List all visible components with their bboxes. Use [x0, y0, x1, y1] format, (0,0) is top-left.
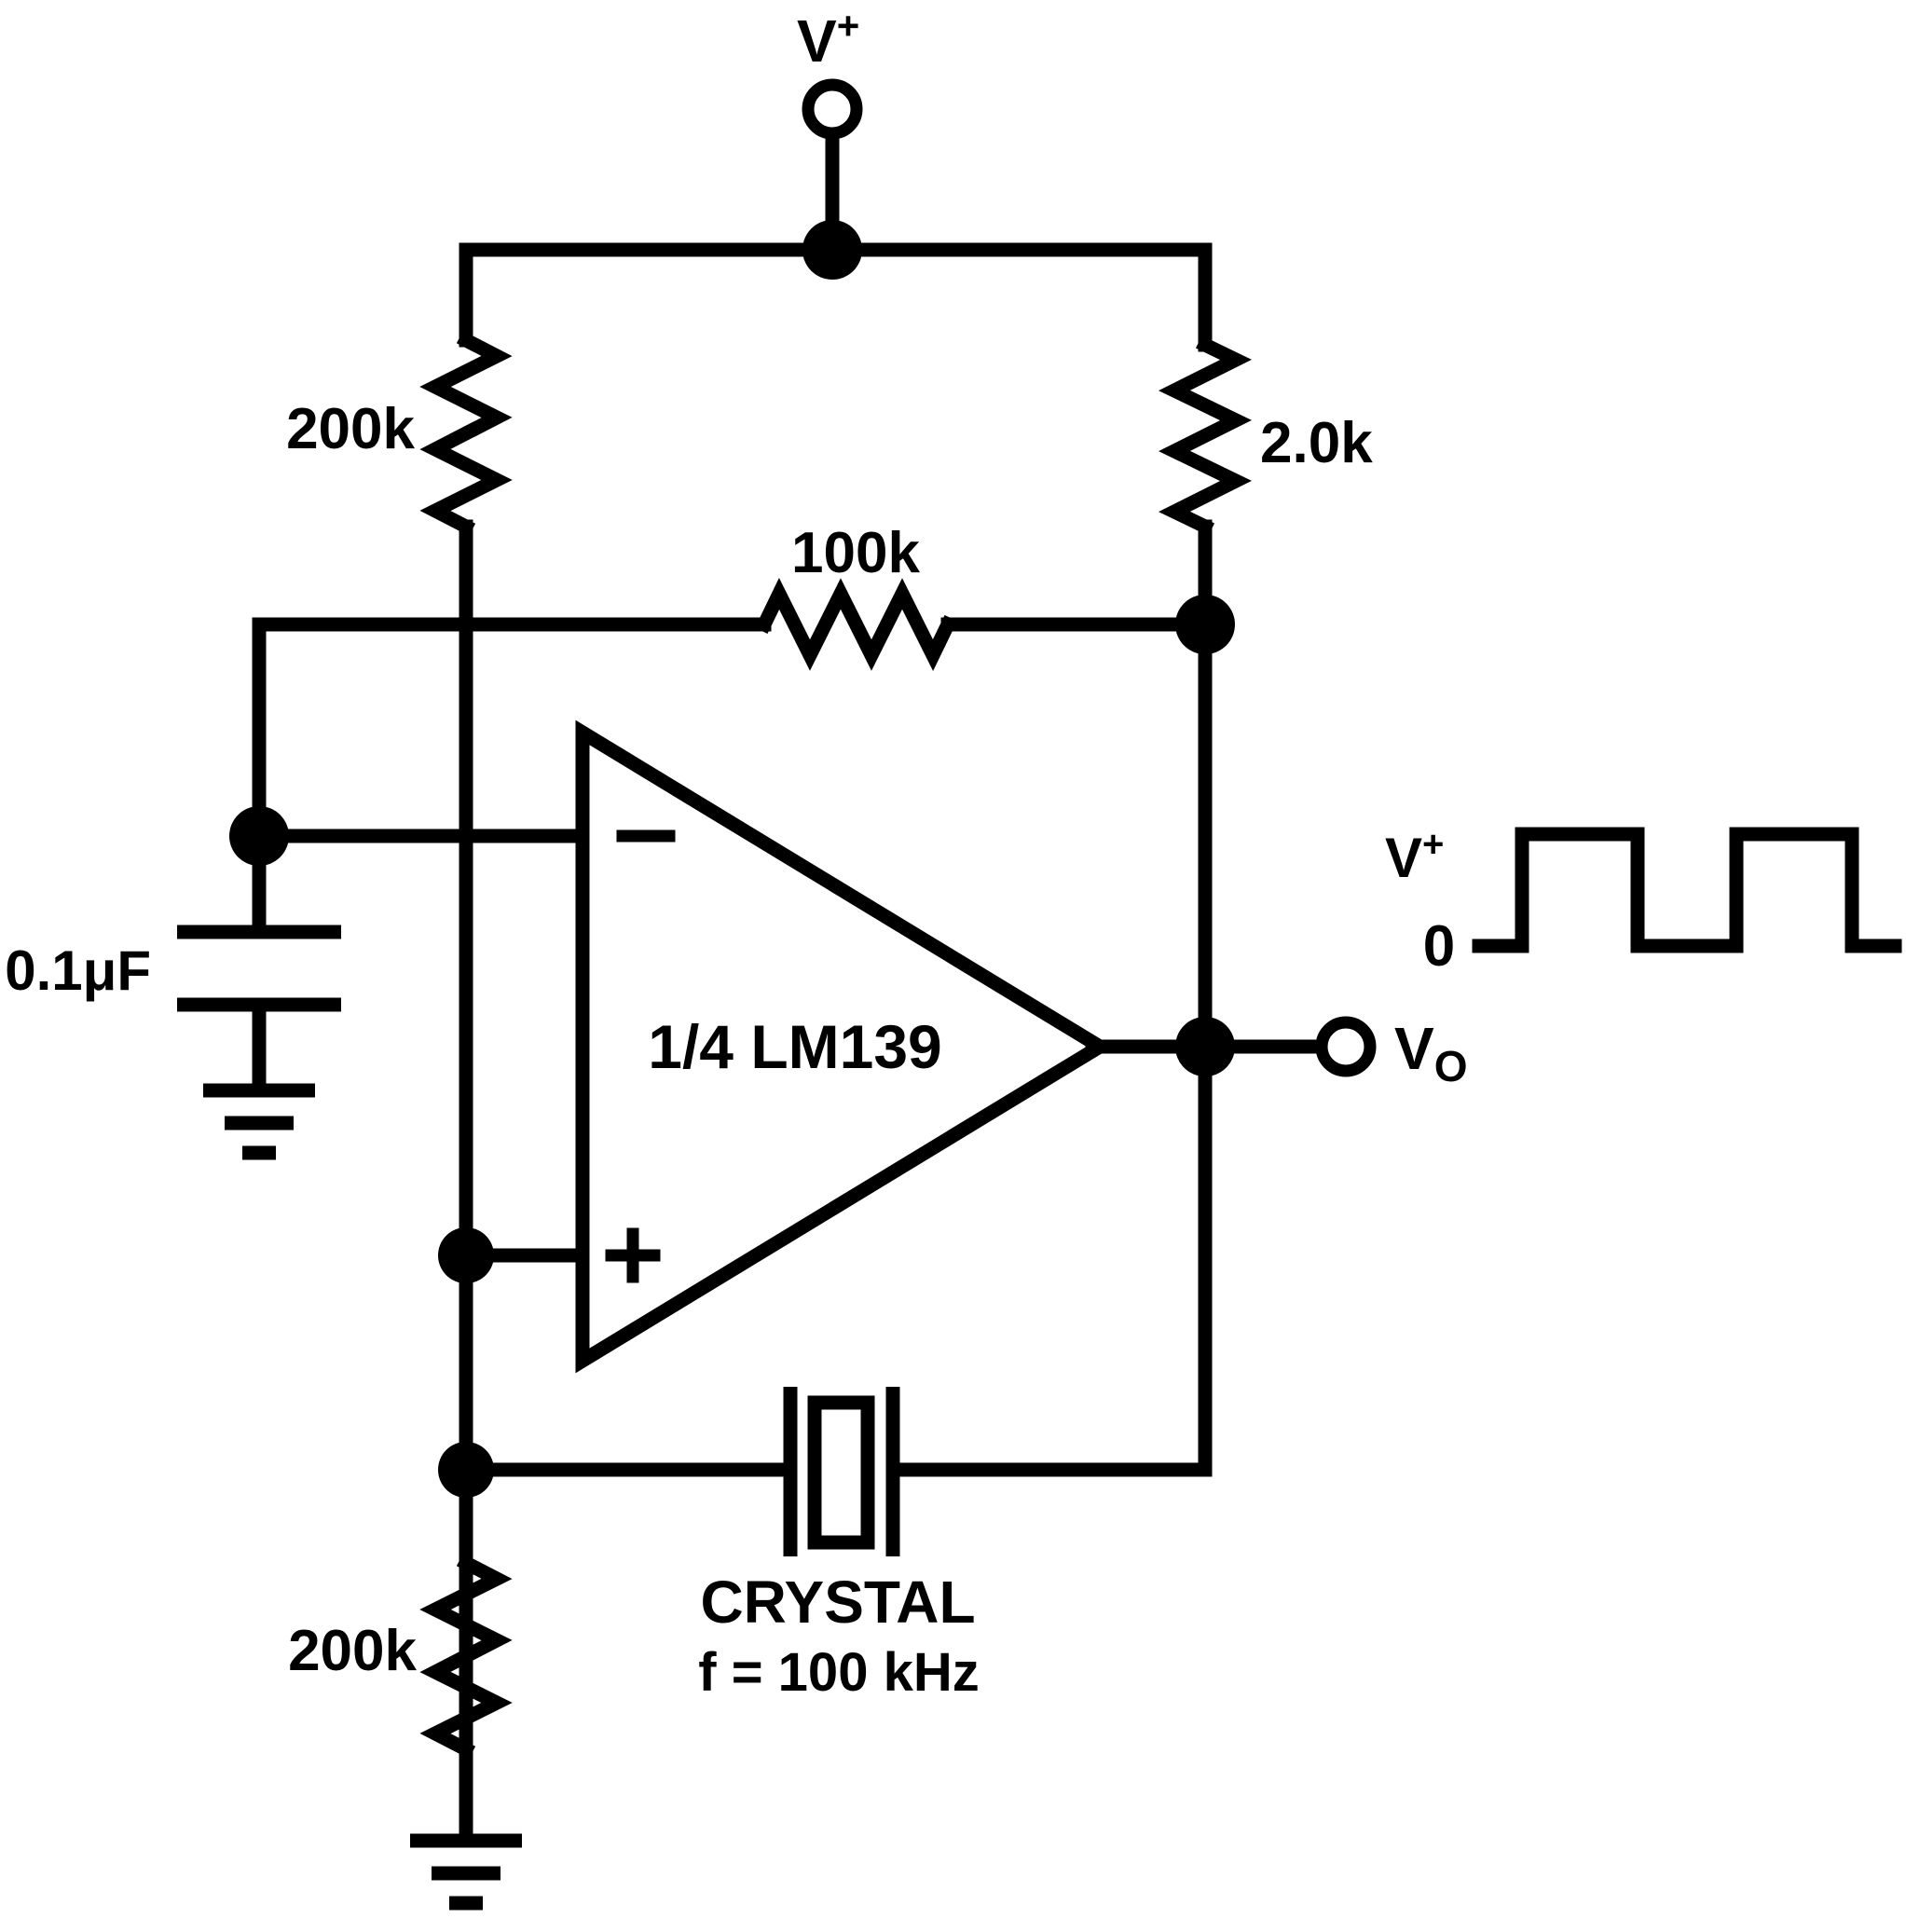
capacitor-value-label: 0.1μF	[5, 939, 151, 1002]
crystal-body	[807, 1395, 875, 1550]
resistor-100k-feedback-symbol	[754, 578, 958, 671]
junction-dot-vplus-rail	[802, 220, 862, 280]
waveform-high-level-label: V+	[1385, 824, 1444, 889]
resistor-200k-top-label: 200k	[286, 397, 415, 461]
junction-dot-inverting-node	[229, 806, 289, 866]
vplus-terminal	[802, 78, 863, 140]
comparator-triangle	[575, 719, 1114, 1374]
resistor-2k-pullup-label: 2.0k	[1260, 411, 1373, 475]
junction-dot-feedback-output	[1175, 595, 1235, 654]
square-wave-trace	[1472, 827, 1902, 953]
wire-feedback-left-segment	[252, 617, 772, 843]
wire-top-rail-and-left-stub	[459, 242, 1213, 348]
output-voltage-label: VO	[1394, 1015, 1467, 1090]
resistor-200k-top-symbol	[419, 330, 513, 537]
crystal-frequency-label: f = 100 kHz	[698, 1642, 979, 1703]
resistor-100k-feedback-label: 100k	[791, 521, 920, 585]
junction-dot-noninverting-node	[438, 1227, 494, 1283]
comparator-label: 1/4 LM139	[648, 1012, 942, 1081]
waveform-zero-level-label: 0	[1423, 914, 1455, 979]
resistor-200k-bottom-symbol	[419, 1553, 513, 1760]
junction-dot-output	[1175, 1017, 1235, 1076]
vplus-supply-label: V+	[797, 4, 859, 75]
resistor-2k-pullup-symbol	[1159, 335, 1252, 537]
junction-dot-crystal-node	[438, 1442, 494, 1498]
wire-right-branch-to-crystal	[885, 519, 1213, 1477]
output-terminal	[1315, 1016, 1377, 1077]
crystal-name-label: CRYSTAL	[700, 1569, 975, 1636]
resistor-200k-bottom-label: 200k	[288, 1619, 417, 1683]
